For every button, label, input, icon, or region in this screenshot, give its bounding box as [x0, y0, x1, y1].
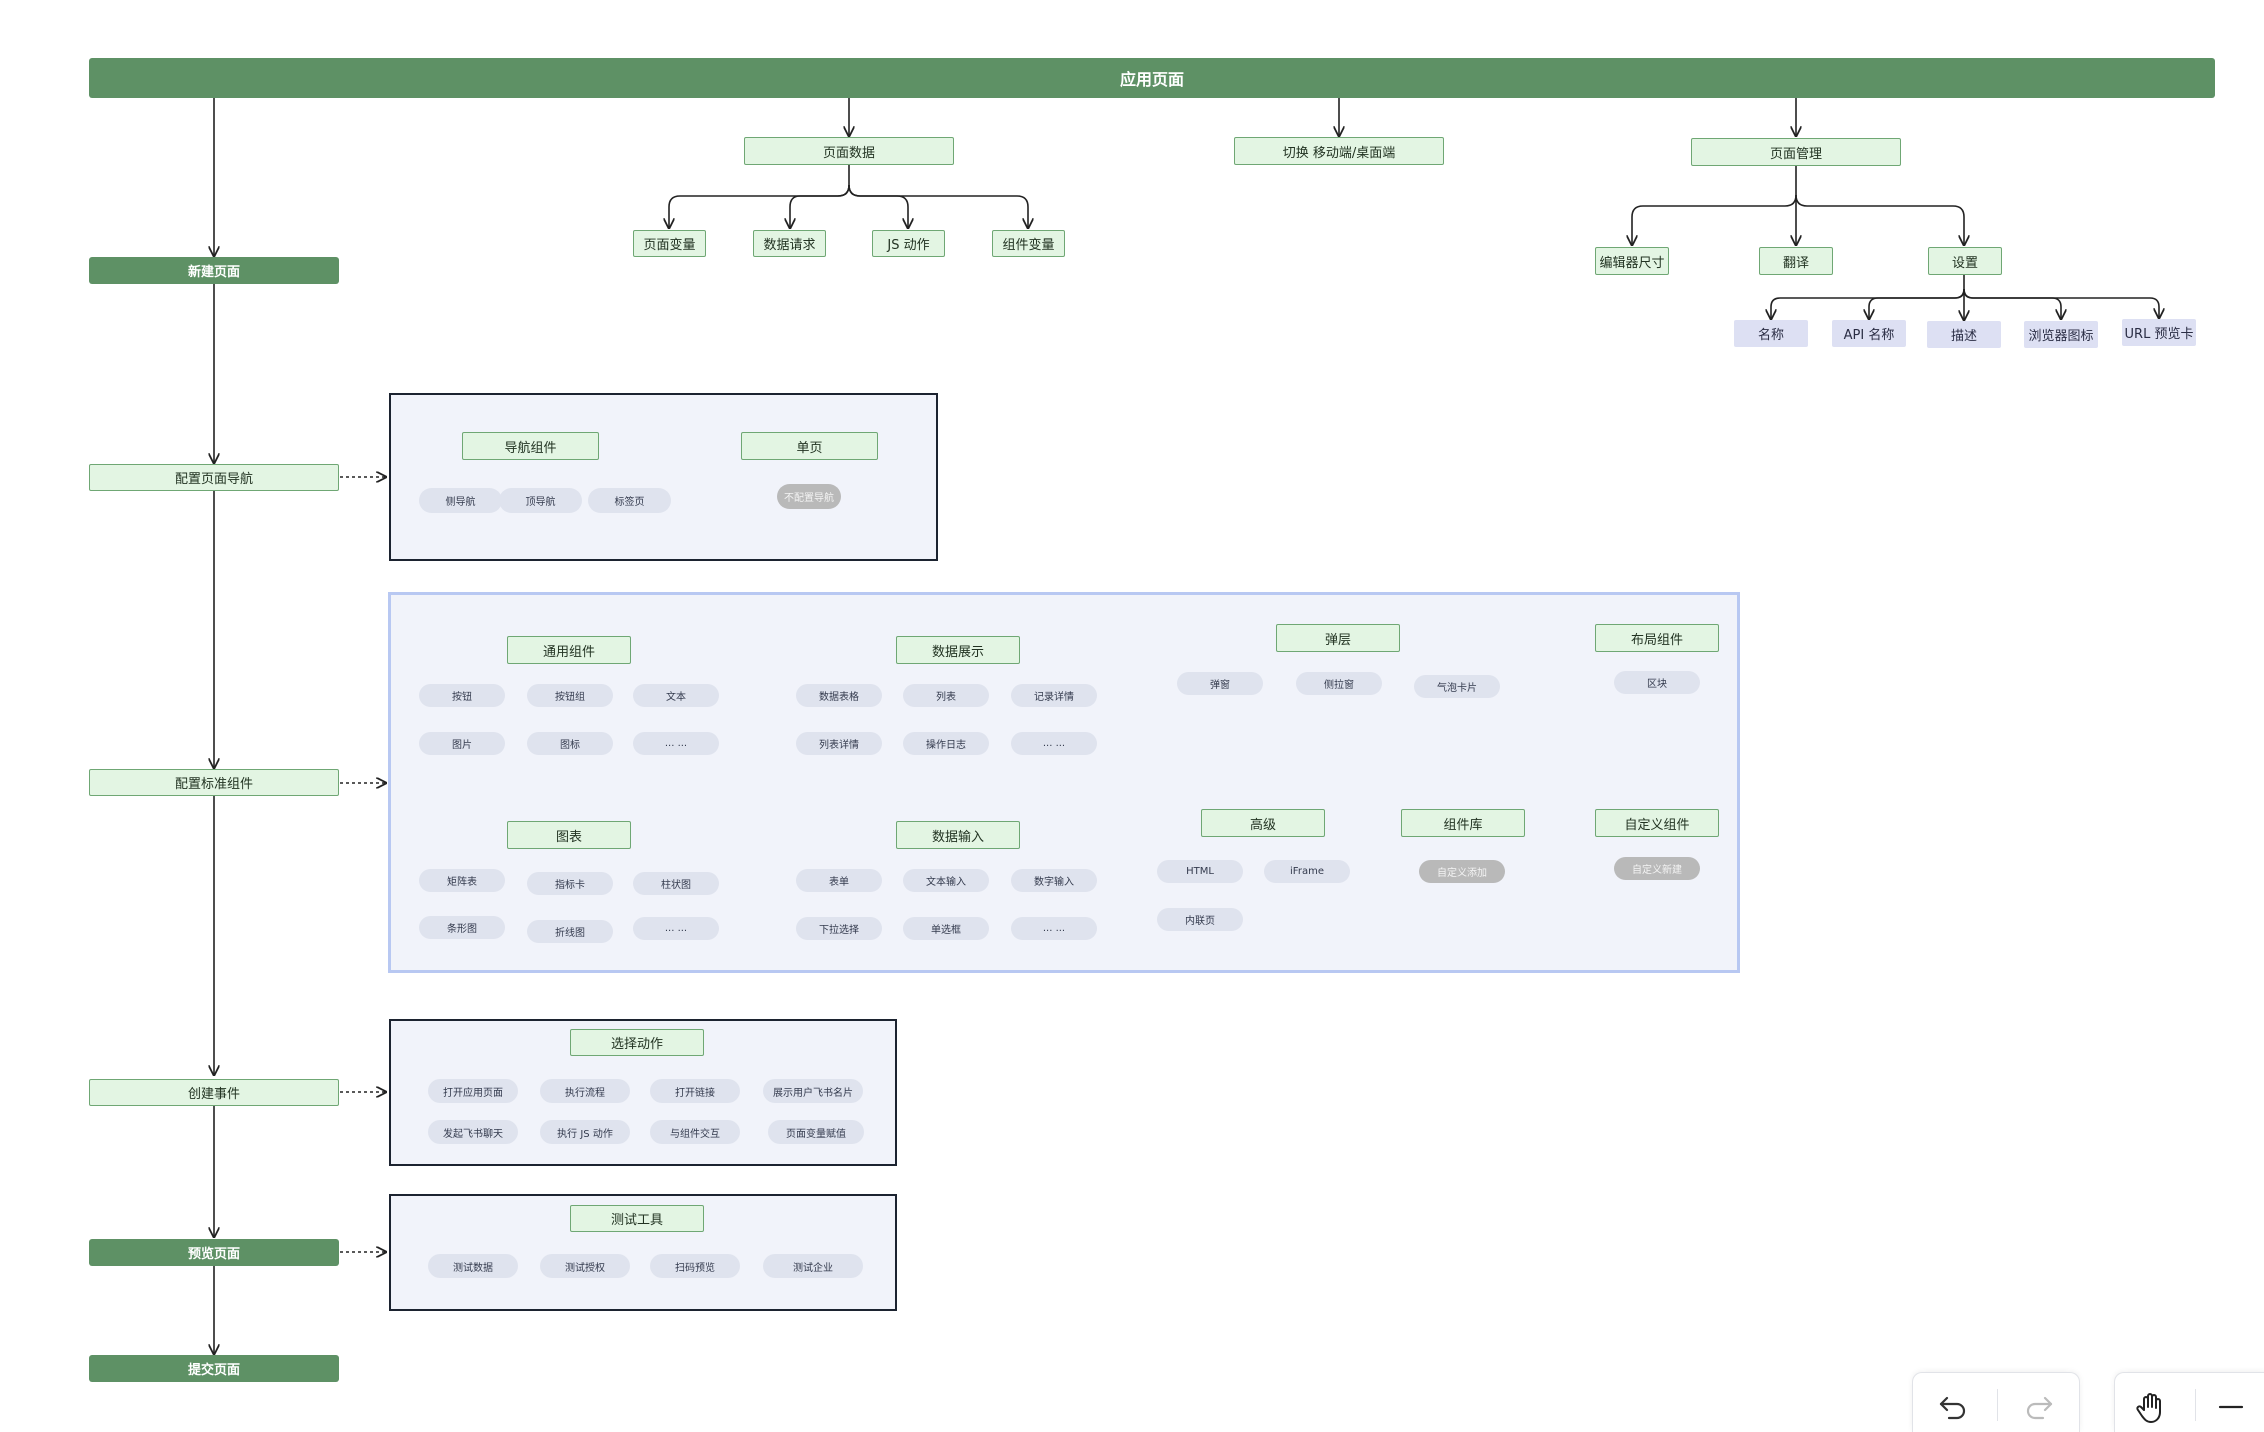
configure-nav-step[interactable]: 配置页面导航 — [89, 464, 339, 491]
toolbar-divider — [2195, 1389, 2196, 1421]
nav-panel — [389, 393, 938, 561]
open-app-page-pill[interactable]: 打开应用页面 — [428, 1079, 518, 1103]
custom-add-pill[interactable]: 自定义添加 — [1419, 860, 1505, 883]
app-page-header[interactable]: 应用页面 — [89, 58, 2215, 98]
matrix-table-pill[interactable]: 矩阵表 — [419, 869, 505, 892]
no-nav-pill[interactable]: 不配置导航 — [777, 484, 841, 509]
switch-device-node[interactable]: 切换 移动端/桌面端 — [1234, 137, 1444, 165]
new-page-step[interactable]: 新建页面 — [89, 257, 339, 284]
editor-size-node[interactable]: 编辑器尺寸 — [1595, 247, 1669, 275]
bar-chart-pill[interactable]: 柱状图 — [633, 872, 719, 895]
create-event-step[interactable]: 创建事件 — [89, 1079, 339, 1106]
settings-node[interactable]: 设置 — [1928, 247, 2002, 275]
test-authorization-pill[interactable]: 测试授权 — [540, 1254, 630, 1278]
api-name-node[interactable]: API 名称 — [1832, 320, 1906, 347]
test-tools-node[interactable]: 测试工具 — [570, 1205, 704, 1232]
page-variable-node[interactable]: 页面变量 — [633, 230, 706, 257]
url-preview-card-node[interactable]: URL 预览卡 — [2122, 319, 2196, 346]
data-request-node[interactable]: 数据请求 — [753, 230, 826, 257]
toolbar-divider — [1997, 1389, 1998, 1421]
test-data-pill[interactable]: 测试数据 — [428, 1254, 518, 1278]
description-node[interactable]: 描述 — [1927, 321, 2001, 348]
data-input-node[interactable]: 数据输入 — [896, 821, 1020, 849]
page-data-node[interactable]: 页面数据 — [744, 137, 954, 165]
name-node[interactable]: 名称 — [1734, 320, 1808, 347]
open-link-pill[interactable]: 打开链接 — [650, 1079, 740, 1103]
start-chat-pill[interactable]: 发起飞书聊天 — [428, 1120, 518, 1144]
form-pill[interactable]: 表单 — [796, 869, 882, 892]
button-group-pill[interactable]: 按钮组 — [527, 684, 613, 707]
dropdown-pill[interactable]: 下拉选择 — [796, 917, 882, 940]
line-chart-pill[interactable]: 折线图 — [527, 920, 613, 943]
html-pill[interactable]: HTML — [1157, 860, 1243, 883]
browser-icon-node[interactable]: 浏览器图标 — [2024, 321, 2098, 348]
dialog-pill[interactable]: 弹窗 — [1177, 672, 1263, 695]
translate-node[interactable]: 翻译 — [1759, 247, 1833, 275]
general-components-node[interactable]: 通用组件 — [507, 636, 631, 664]
hand-icon[interactable] — [2129, 1385, 2173, 1429]
metric-card-pill[interactable]: 指标卡 — [527, 872, 613, 895]
popover-card-pill[interactable]: 气泡卡片 — [1414, 675, 1500, 698]
button-pill[interactable]: 按钮 — [419, 684, 505, 707]
text-input-pill[interactable]: 文本输入 — [903, 869, 989, 892]
tab-pages-pill[interactable]: 标签页 — [588, 488, 671, 513]
icon-pill[interactable]: 图标 — [527, 732, 613, 755]
page-manage-node[interactable]: 页面管理 — [1691, 138, 1901, 166]
image-pill[interactable]: 图片 — [419, 732, 505, 755]
side-nav-pill[interactable]: 侧导航 — [419, 488, 502, 513]
custom-components-node[interactable]: 自定义组件 — [1595, 809, 1719, 837]
advanced-node[interactable]: 高级 — [1201, 809, 1325, 837]
inline-page-pill[interactable]: 内联页 — [1157, 908, 1243, 931]
js-action-node[interactable]: JS 动作 — [872, 230, 945, 257]
zoom-out-icon[interactable] — [2211, 1387, 2251, 1427]
top-nav-pill[interactable]: 顶导航 — [499, 488, 582, 513]
component-variable-node[interactable]: 组件变量 — [992, 230, 1065, 257]
input-more-pill[interactable]: ... ... — [1011, 917, 1097, 940]
record-detail-pill[interactable]: 记录详情 — [1011, 684, 1097, 707]
number-input-pill[interactable]: 数字输入 — [1011, 869, 1097, 892]
execute-js-action-pill[interactable]: 执行 JS 动作 — [540, 1120, 630, 1144]
show-user-card-pill[interactable]: 展示用户飞书名片 — [763, 1079, 863, 1103]
radio-pill[interactable]: 单选框 — [903, 917, 989, 940]
history-toolbar — [1912, 1372, 2080, 1432]
redo-icon[interactable] — [2017, 1387, 2061, 1427]
select-action-node[interactable]: 选择动作 — [570, 1029, 704, 1056]
test-enterprise-pill[interactable]: 测试企业 — [763, 1254, 863, 1278]
data-display-node[interactable]: 数据展示 — [896, 636, 1020, 664]
iframe-pill[interactable]: iFrame — [1264, 860, 1350, 883]
display-more-pill[interactable]: ... ... — [1011, 732, 1097, 755]
preview-page-step[interactable]: 预览页面 — [89, 1239, 339, 1266]
scan-preview-pill[interactable]: 扫码预览 — [650, 1254, 740, 1278]
view-toolbar — [2114, 1372, 2264, 1432]
list-detail-pill[interactable]: 列表详情 — [796, 732, 882, 755]
single-page-node[interactable]: 单页 — [741, 432, 878, 460]
chart-more-pill[interactable]: ... ... — [633, 917, 719, 940]
custom-new-pill[interactable]: 自定义新建 — [1614, 857, 1700, 880]
operation-log-pill[interactable]: 操作日志 — [903, 732, 989, 755]
interact-component-pill[interactable]: 与组件交互 — [650, 1120, 740, 1144]
assign-page-variable-pill[interactable]: 页面变量赋值 — [768, 1120, 864, 1144]
horizontal-bar-pill[interactable]: 条形图 — [419, 916, 505, 939]
submit-page-step[interactable]: 提交页面 — [89, 1355, 339, 1382]
block-pill[interactable]: 区块 — [1614, 671, 1700, 694]
component-library-node[interactable]: 组件库 — [1401, 809, 1525, 837]
chart-node[interactable]: 图表 — [507, 821, 631, 849]
list-pill[interactable]: 列表 — [903, 684, 989, 707]
text-pill[interactable]: 文本 — [633, 684, 719, 707]
execute-flow-pill[interactable]: 执行流程 — [540, 1079, 630, 1103]
drawer-pill[interactable]: 侧拉窗 — [1296, 672, 1382, 695]
data-table-pill[interactable]: 数据表格 — [796, 684, 882, 707]
layout-components-node[interactable]: 布局组件 — [1595, 624, 1719, 652]
popup-node[interactable]: 弹层 — [1276, 624, 1400, 652]
general-more-pill[interactable]: ... ... — [633, 732, 719, 755]
configure-components-step[interactable]: 配置标准组件 — [89, 769, 339, 796]
nav-components-node[interactable]: 导航组件 — [462, 432, 599, 460]
undo-icon[interactable] — [1931, 1387, 1975, 1427]
